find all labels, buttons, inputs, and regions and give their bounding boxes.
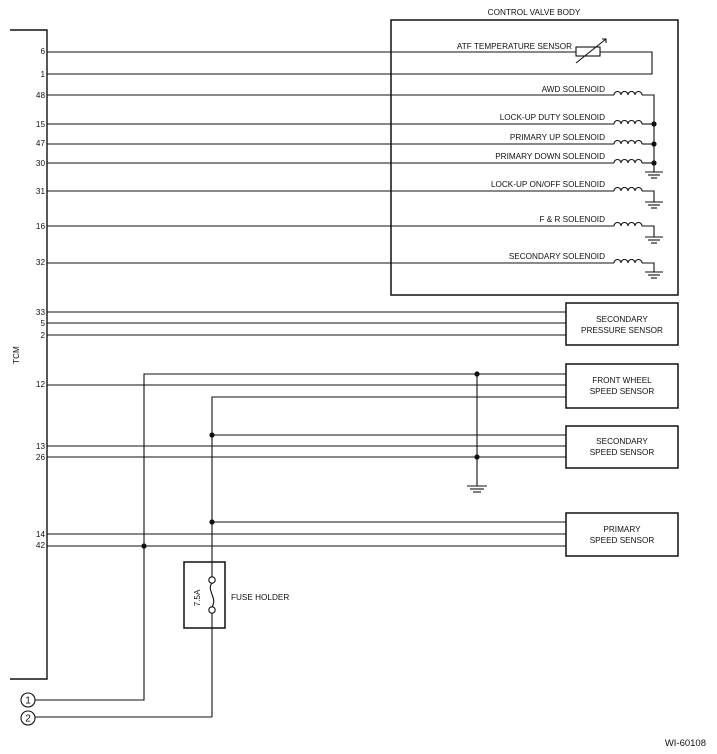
pin-5: 5 (40, 319, 45, 328)
primary-down-solenoid-coil-icon (613, 158, 643, 164)
control-valve-body: CONTROL VALVE BODY (390, 8, 679, 296)
connector-2: 2 (20, 710, 212, 726)
pin-14: 14 (36, 530, 46, 539)
lockup-duty-solenoid-coil-icon (613, 119, 643, 125)
ground-icon (645, 171, 663, 179)
atf-temperature-sensor-label: ATF TEMPERATURE SENSOR (457, 42, 572, 51)
pin-12: 12 (36, 380, 46, 389)
fuse-icon (209, 582, 215, 608)
ground-icon (645, 236, 663, 244)
awd-solenoid-label: AWD SOLENOID (542, 85, 605, 94)
connector-1-label: 1 (25, 696, 31, 707)
fuse-holder-label: FUSE HOLDER (231, 593, 289, 602)
secondary-pressure-sensor-label-2: PRESSURE SENSOR (581, 326, 663, 335)
secondary-solenoid-label: SECONDARY SOLENOID (509, 252, 605, 261)
primary-down-solenoid-label: PRIMARY DOWN SOLENOID (495, 152, 605, 161)
junction-dot (651, 160, 657, 166)
pin-47: 47 (36, 139, 46, 148)
pin-26: 26 (36, 453, 46, 462)
primary-speed-sensor-label-2: SPEED SENSOR (590, 536, 655, 545)
lockup-onoff-solenoid-label: LOCK-UP ON/OFF SOLENOID (491, 180, 605, 189)
secondary-solenoid-coil-icon (613, 258, 643, 264)
connector-2-label: 2 (25, 714, 31, 725)
f-r-solenoid-label: F & R SOLENOID (539, 215, 605, 224)
lockup-duty-solenoid-label: LOCK-UP DUTY SOLENOID (500, 113, 605, 122)
fuse-rating: 7.5A (193, 589, 202, 606)
pin-13: 13 (36, 442, 46, 451)
lockup-onoff-solenoid-coil-icon (613, 186, 643, 192)
f-r-solenoid-coil-icon (613, 221, 643, 227)
ground-icon (467, 485, 487, 493)
tcm-label: TCM (12, 346, 21, 364)
fuse-holder: 7.5A FUSE HOLDER (183, 560, 289, 717)
primary-up-solenoid-label: PRIMARY UP SOLENOID (510, 133, 605, 142)
atf-temperature-sensor: ATF TEMPERATURE SENSOR (47, 38, 653, 75)
pin-6: 6 (40, 47, 45, 56)
secondary-pressure-sensor: SECONDARY PRESSURE SENSOR (47, 302, 679, 346)
primary-up-solenoid-coil-icon (613, 139, 643, 145)
pin-48: 48 (36, 91, 46, 100)
tcm-pin-labels: 6 1 48 15 47 30 31 16 32 33 5 2 12 13 26… (36, 47, 46, 550)
secondary-speed-sensor: SECONDARY SPEED SENSOR (565, 425, 679, 469)
junction-dot (651, 141, 657, 147)
pin-30: 30 (36, 159, 46, 168)
connector-1: 1 (20, 692, 36, 708)
pin-1: 1 (40, 70, 45, 79)
pin-33: 33 (36, 308, 46, 317)
secondary-pressure-sensor-label-1: SECONDARY (596, 315, 648, 324)
primary-speed-sensor: PRIMARY SPEED SENSOR (565, 512, 679, 557)
sensor-power-and-shield-wiring (28, 371, 566, 701)
control-valve-body-title: CONTROL VALVE BODY (488, 8, 581, 17)
pin-31: 31 (36, 187, 46, 196)
figure-id: WI-60108 (665, 738, 706, 749)
pin-16: 16 (36, 222, 46, 231)
junction-dot (474, 454, 480, 460)
ground-icon (645, 201, 663, 209)
tcm-module: TCM (10, 29, 48, 680)
pin-2: 2 (40, 331, 45, 340)
front-wheel-speed-sensor-label-2: SPEED SENSOR (590, 387, 655, 396)
junction-dot (651, 121, 657, 127)
awd-solenoid-coil-icon (613, 90, 643, 96)
pin-42: 42 (36, 541, 46, 550)
front-wheel-speed-sensor-label-1: FRONT WHEEL (592, 376, 652, 385)
secondary-speed-sensor-label-2: SPEED SENSOR (590, 448, 655, 457)
primary-speed-sensor-label-1: PRIMARY (603, 525, 641, 534)
pin-32: 32 (36, 258, 46, 267)
junction-dot (474, 371, 480, 377)
pin-15: 15 (36, 120, 46, 129)
front-wheel-speed-sensor: FRONT WHEEL SPEED SENSOR (565, 363, 679, 409)
solenoid-wiring: AWD SOLENOID LOCK-UP DUTY SOLENOID PRIMA… (47, 85, 663, 279)
secondary-speed-sensor-label-1: SECONDARY (596, 437, 648, 446)
ground-icon (645, 271, 663, 279)
